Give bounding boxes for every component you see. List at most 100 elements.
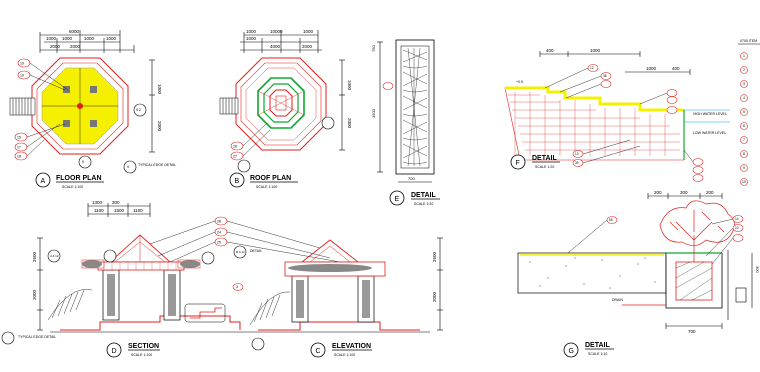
high-water-note: HIGH WATER LEVEL	[693, 112, 727, 116]
title-detail-e: DETAIL	[411, 192, 436, 199]
legend-item-10: 10	[742, 180, 746, 184]
dim-top-4: 1000	[84, 36, 95, 41]
edge-detail-note: TYPICAL EDGE DETAIL	[138, 163, 176, 167]
tag-b1: 26	[233, 145, 237, 149]
tag-f2: 38	[603, 74, 607, 78]
title-roof-plan: ROOF PLAN	[250, 175, 291, 182]
dim-d5: 1100	[133, 208, 143, 213]
dim-b1: 1000	[246, 29, 257, 34]
dim-e3: 700	[408, 176, 415, 181]
dim-top-1: 6000	[69, 29, 80, 34]
dim-f3: 1000	[646, 66, 657, 71]
tag-g1: 55	[609, 218, 613, 222]
dim-top-2: 1000	[46, 36, 57, 41]
dim-b5: 4000	[270, 44, 281, 49]
dim-top-7: 2000	[70, 44, 81, 49]
scale-d: SCALE 1:100	[131, 353, 152, 357]
dim-e1: 750	[371, 45, 376, 52]
scale-a: SCALE 1:100	[62, 185, 83, 189]
legend-header: 0705 ITEM	[740, 39, 757, 43]
dim-g-bottom: 700	[688, 329, 696, 334]
detail-label-d: DETAIL	[250, 249, 262, 253]
dim-d2: 300	[112, 200, 120, 205]
dim-right-2: 2000	[157, 121, 162, 132]
tag-a4: 17	[17, 146, 21, 150]
dim-b3: 1000	[303, 29, 314, 34]
detail-e-drawing: 750 1500 700 E DETAIL SCALE 1:20	[371, 39, 440, 206]
label-d: D	[112, 348, 117, 355]
detail-f-drawing: 400 1000 1000 400 HIGH WATER LEVEL LOW W…	[504, 48, 730, 182]
tag-g2: 14	[735, 217, 739, 221]
dim-b4: 1000	[246, 36, 257, 41]
tag-b2: 27	[233, 155, 237, 159]
label-b: B	[235, 178, 240, 185]
legend-item-1: 1	[743, 54, 745, 58]
tag-f1: 12	[590, 66, 594, 70]
legend-item-6: 6	[743, 124, 745, 128]
dim-d-left2: 2000	[32, 289, 37, 300]
scale-g: SCALE 1:10	[588, 352, 607, 356]
dim-b6: 2000	[302, 44, 313, 49]
legend-item-7: 7	[743, 138, 745, 142]
dim-f2: 1000	[590, 48, 601, 53]
dim-b-right1: 1000	[347, 80, 352, 91]
tag-f4: 39	[575, 161, 579, 165]
dim-c1: 2600	[432, 251, 437, 262]
secmark-a1: 9 2	[136, 108, 141, 112]
secmark-d1: A 4.12	[50, 254, 59, 258]
legend-column: 0705 ITEM 1 2 3 4 5 6 7 8 9 10	[738, 39, 760, 186]
tag-g3: 10	[735, 226, 739, 230]
dim-top-5: 1000	[106, 36, 117, 41]
dim-g2: 300	[680, 190, 688, 195]
title-elevation: ELEVATION	[332, 343, 371, 350]
level-note-f1: +0.5	[516, 80, 523, 84]
title-floor-plan: FLOOR PLAN	[56, 175, 102, 182]
scale-e: SCALE 1:20	[414, 202, 433, 206]
section-d-drawing: 1300 300 1100 1500 1100 2600 2000	[1, 200, 341, 358]
dim-d3: 1100	[94, 208, 104, 213]
dim-g1: 200	[654, 190, 662, 195]
label-e: E	[395, 196, 400, 203]
dim-b-right2: 2000	[347, 118, 352, 129]
detail-g-drawing: 200 300 200 DRAIN	[517, 190, 760, 358]
dim-top-6: 2000	[50, 44, 61, 49]
dim-e2: 1500	[371, 108, 376, 118]
dim-top-3: 1000	[62, 36, 73, 41]
tag-a1: 10	[20, 62, 24, 66]
scale-f: SCALE 1:20	[535, 165, 554, 169]
legend-item-4: 4	[743, 96, 745, 100]
dim-d4: 1500	[114, 208, 125, 213]
label-c: C	[316, 348, 321, 355]
dim-c2: 2000	[432, 291, 437, 302]
low-water-note: LOW WATER LEVEL	[693, 131, 726, 135]
drain-note: DRAIN	[612, 298, 623, 302]
tag-f3: 13	[575, 152, 579, 156]
secmark-a3: 9	[127, 165, 129, 169]
tag-d1: 28	[217, 220, 221, 224]
title-detail-f: DETAIL	[532, 155, 557, 162]
dim-f1: 400	[546, 48, 554, 53]
label-g: G	[569, 348, 574, 355]
tag-a2: 19	[20, 74, 24, 78]
dim-g3: 200	[706, 190, 714, 195]
label-a: A	[41, 178, 46, 185]
tag-d2: 24	[217, 231, 221, 235]
dim-f4: 400	[672, 66, 680, 71]
title-section: SECTION	[128, 343, 159, 350]
dim-d-left1: 2600	[32, 251, 37, 262]
secmark-a2: 9	[82, 160, 84, 164]
tag-a5: 18	[17, 155, 21, 159]
tag-d4: 3	[236, 285, 238, 289]
dim-g-right: 300	[755, 266, 760, 273]
elevation-c-drawing: 2600 2000 C ELEVATION SCALE 1:100	[249, 237, 443, 358]
floor-plan-drawing: 6000 1000 1000 1000 1000 2000 2000	[9, 29, 176, 189]
legend-item-3: 3	[743, 82, 745, 86]
title-detail-g: DETAIL	[585, 342, 610, 349]
legend-item-5: 5	[743, 110, 745, 114]
legend-item-2: 2	[743, 68, 745, 72]
edge-note-d: TYPICAL EDGE DETAIL	[18, 335, 56, 339]
legend-item-9: 9	[743, 166, 745, 170]
scale-b: SCALE 1:100	[256, 185, 277, 189]
legend-item-8: 8	[743, 152, 745, 156]
